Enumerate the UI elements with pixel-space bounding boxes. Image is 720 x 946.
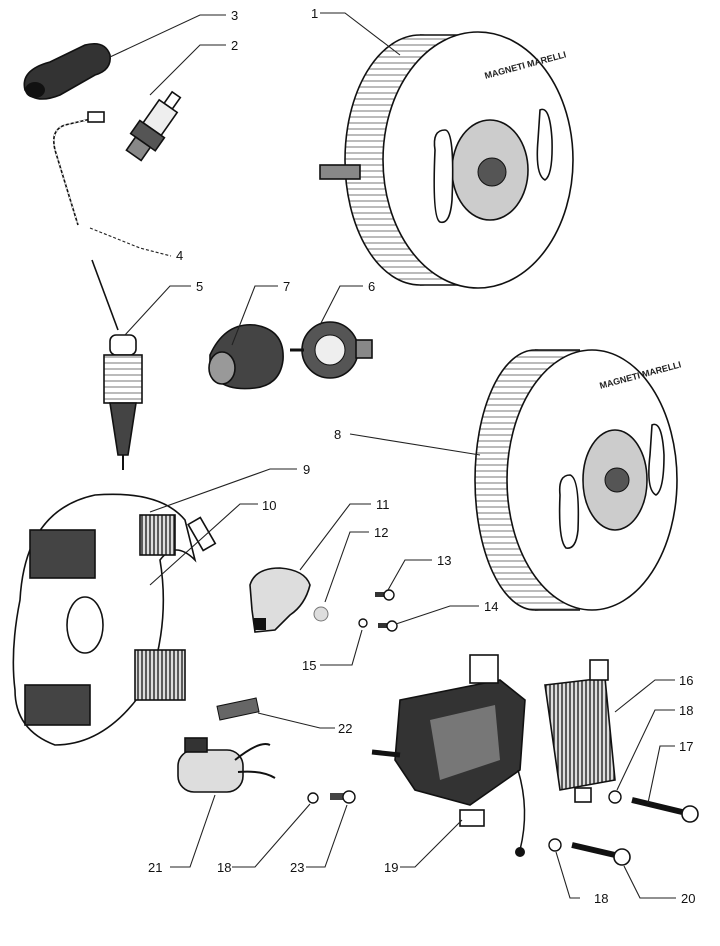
callout-label-c9: 9: [303, 462, 310, 477]
leader-line-c2: [149, 44, 226, 96]
part-ignition-coil: [371, 654, 526, 857]
callout-label-c13: 13: [437, 553, 451, 568]
callout-label-c6: 6: [368, 279, 375, 294]
callout-label-c15: 15: [302, 658, 316, 673]
leader-line-c23: [306, 804, 348, 868]
leader-line-c13: [387, 559, 432, 591]
part-screw-13: [375, 589, 395, 601]
part-distributor-cap: [290, 321, 373, 379]
part-ht-lead: [52, 111, 119, 331]
callout-label-c19: 19: [384, 860, 398, 875]
part-contact-breaker: [249, 567, 311, 633]
part-felt-washer: [313, 606, 329, 622]
leader-line-c8: [349, 433, 481, 456]
part-spark-plug: [125, 90, 182, 162]
part-bolt-17: [631, 797, 699, 823]
leader-line-c18b: [232, 803, 311, 868]
callout-label-c20: 20: [681, 891, 695, 906]
leader-line-c1: [320, 12, 401, 56]
leader-line-c10: [149, 503, 258, 586]
part-washer-18b: [307, 792, 319, 804]
callout-label-c17: 17: [679, 739, 693, 754]
part-stator-plate: [12, 493, 217, 746]
leader-line-c18c: [555, 851, 580, 899]
leader-line-c20: [623, 865, 676, 899]
part-washer-15: [358, 618, 368, 628]
callout-label-c23: 23: [290, 860, 304, 875]
part-regulator: [544, 659, 616, 803]
leader-line-c17: [647, 745, 675, 804]
callout-label-c21: 21: [148, 860, 162, 875]
leader-line-c3: [109, 14, 226, 58]
leader-line-c4: [89, 227, 172, 257]
part-connector: [103, 334, 143, 470]
part-rotor: MAGNETI MARELLI: [474, 349, 682, 611]
part-screw-14: [378, 620, 398, 632]
leader-line-c22: [257, 712, 335, 729]
leader-line-c18a: [616, 709, 675, 791]
leader-line-c21: [170, 794, 216, 868]
callout-label-c5: 5: [196, 279, 203, 294]
leader-line-c19: [400, 819, 463, 868]
part-spark-plug-cap: [23, 42, 112, 100]
part-washer-18a: [608, 790, 622, 804]
part-brush: [216, 697, 260, 721]
leader-line-c7: [231, 285, 278, 346]
callout-label-c1: 1: [311, 6, 318, 21]
callout-label-c3: 3: [231, 8, 238, 23]
callout-label-c7: 7: [283, 279, 290, 294]
part-rubber-boot: [208, 324, 284, 390]
leader-line-c11: [299, 503, 371, 571]
leader-line-c9: [149, 468, 297, 513]
callout-label-c18b: 18: [217, 860, 231, 875]
part-flywheel-magneto: MAGNETI MARELLI: [319, 31, 574, 289]
callout-label-c11: 11: [376, 497, 390, 512]
callout-label-c8: 8: [334, 427, 341, 442]
callout-label-c12: 12: [374, 525, 388, 540]
leader-line-c6: [319, 285, 363, 326]
callout-label-c18a: 18: [679, 703, 693, 718]
callout-label-c4: 4: [176, 248, 183, 263]
callout-label-c22: 22: [338, 721, 352, 736]
part-bolt-20: [571, 842, 631, 866]
leader-line-c15: [320, 629, 363, 666]
part-condenser: [177, 737, 276, 793]
callout-label-c2: 2: [231, 38, 238, 53]
leader-line-c14: [395, 605, 479, 625]
leader-line-c16: [614, 679, 675, 713]
callout-label-c16: 16: [679, 673, 693, 688]
callout-label-c10: 10: [262, 498, 276, 513]
leader-line-c12: [324, 531, 369, 603]
leader-line-c5: [124, 285, 191, 336]
callout-label-c18c: 18: [594, 891, 608, 906]
part-washer-18c: [548, 838, 562, 852]
part-screw-23: [330, 790, 356, 804]
callout-label-c14: 14: [484, 599, 498, 614]
